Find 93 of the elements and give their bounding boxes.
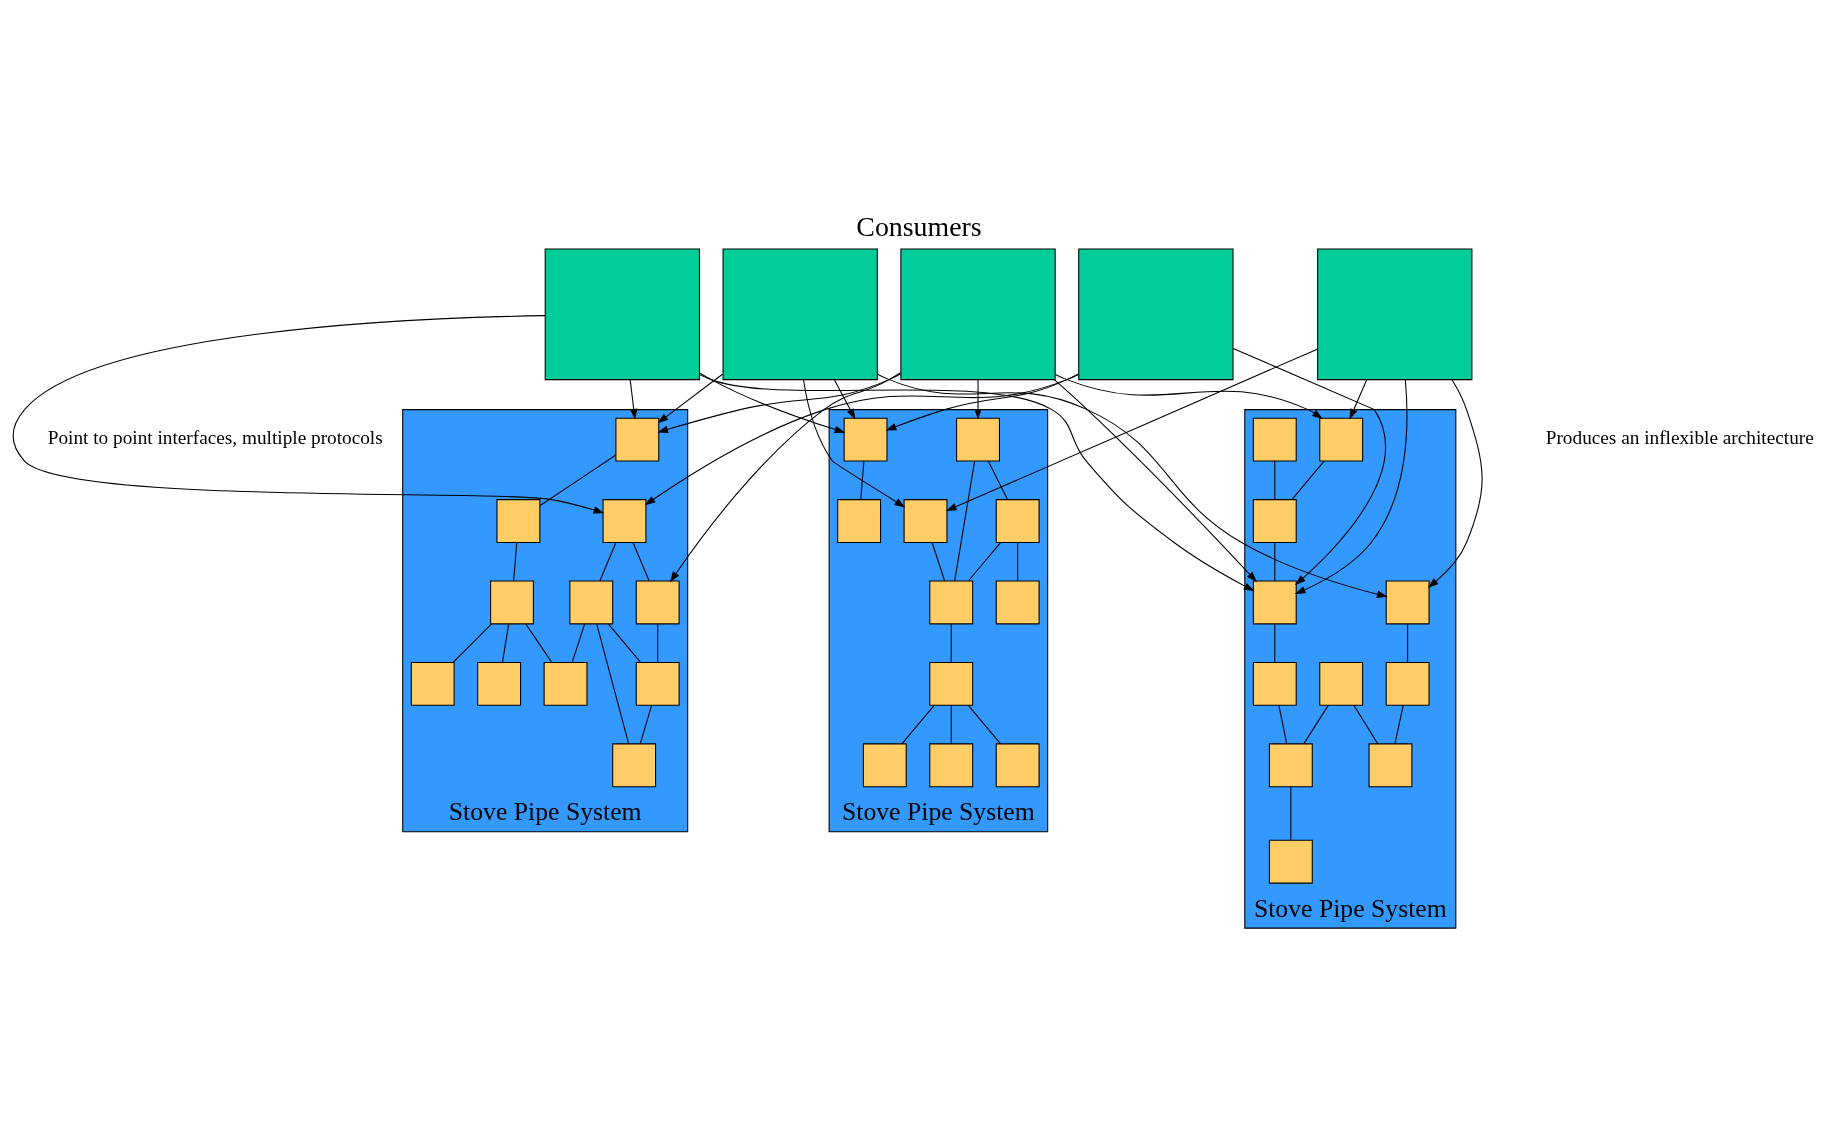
connector (607, 623, 641, 663)
diagram-title: Consumers (856, 210, 982, 242)
arrow (1054, 373, 1323, 420)
node-box (612, 743, 657, 788)
connector (596, 623, 630, 745)
arrow (12, 315, 605, 514)
arrow (1294, 379, 1408, 595)
connector (632, 542, 650, 582)
arrow (877, 373, 1388, 598)
node-box (929, 580, 974, 625)
connector (1353, 704, 1379, 745)
connector (1274, 623, 1276, 663)
connector (599, 542, 617, 582)
node-box (1268, 839, 1313, 884)
arrow (699, 374, 1255, 592)
connector (1290, 786, 1292, 841)
node-box (543, 661, 588, 706)
node-box (929, 661, 974, 706)
node-box (837, 499, 882, 543)
arrow (1053, 379, 1257, 583)
arrow (803, 379, 906, 508)
connector (1291, 460, 1325, 500)
connector (1303, 704, 1329, 745)
node-box (862, 743, 907, 788)
node-box (995, 743, 1040, 788)
arrow (885, 373, 1079, 431)
connector (525, 623, 553, 663)
node-box (544, 248, 700, 381)
connector (571, 623, 586, 663)
arrow (699, 372, 846, 434)
connector (657, 623, 659, 663)
arrow (1427, 379, 1483, 588)
connector (1278, 704, 1288, 745)
node-box (477, 661, 522, 706)
node-box (490, 580, 534, 625)
connector (860, 460, 865, 500)
node-box (1252, 417, 1297, 462)
node-box (900, 248, 1056, 381)
arrow (657, 373, 724, 424)
arrow (945, 348, 1318, 512)
connector (639, 704, 653, 745)
node-box (635, 661, 680, 706)
connector (1407, 623, 1409, 663)
connector (539, 454, 617, 506)
node-box (635, 580, 680, 625)
connector (1274, 460, 1276, 500)
node-box (995, 580, 1040, 625)
connector (452, 623, 493, 663)
arrow (657, 373, 902, 433)
node-box (1252, 580, 1297, 625)
node-box (903, 499, 948, 543)
node-box (1252, 499, 1297, 543)
node-box (1317, 248, 1473, 381)
connector (513, 542, 518, 582)
arrow (644, 373, 1080, 506)
node-box (956, 417, 1000, 462)
node-box (1078, 248, 1234, 381)
node-box (1385, 661, 1430, 706)
node-box (1268, 743, 1313, 788)
label: Produces an inflexible architecture (1545, 427, 1814, 449)
node-box (722, 248, 878, 381)
node-box (1319, 417, 1364, 462)
node-box (615, 417, 660, 462)
node-box (1252, 661, 1297, 706)
connector (1017, 542, 1019, 582)
arrow (833, 379, 856, 420)
node-box (843, 417, 888, 462)
node-box (929, 743, 974, 788)
connector (987, 460, 1008, 500)
label: Point to point interfaces, multiple protocols (47, 427, 383, 449)
node-box (1319, 661, 1364, 706)
arrow (670, 372, 902, 583)
node-box (496, 499, 541, 543)
connector (954, 460, 976, 582)
node-box (1385, 580, 1430, 625)
node-box (410, 661, 455, 706)
connector (1274, 542, 1276, 582)
connector (901, 704, 935, 745)
arrow (629, 379, 638, 420)
node-box (995, 499, 1040, 543)
connector (1394, 704, 1404, 745)
connector (501, 623, 510, 663)
arrow (1232, 347, 1386, 586)
node-box (602, 499, 647, 543)
connector (967, 542, 1002, 582)
connector (950, 623, 952, 663)
connector (967, 704, 1001, 745)
connector (950, 704, 952, 745)
arrow (974, 379, 982, 420)
connector (931, 542, 946, 582)
node-box (1368, 743, 1413, 788)
node-box (569, 580, 614, 625)
arrow (1349, 379, 1368, 420)
